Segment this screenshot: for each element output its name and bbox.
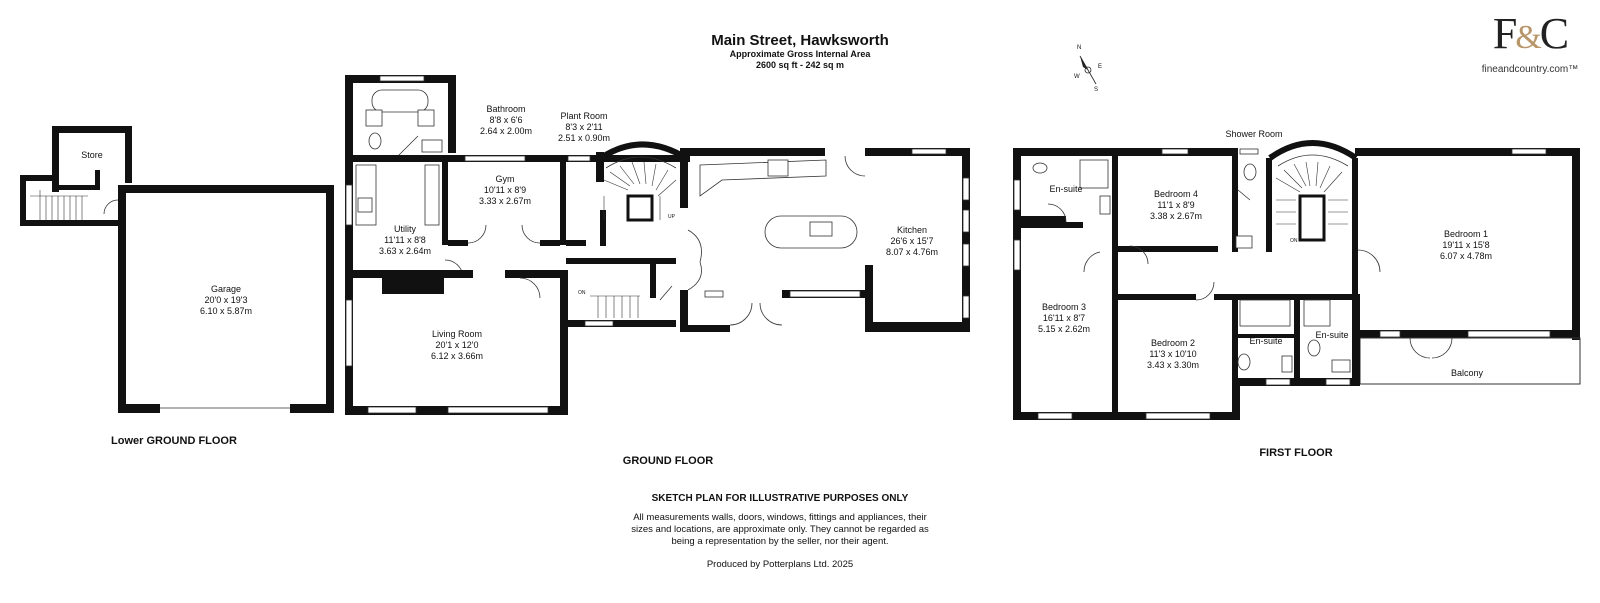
room-dims-plant-metric: 2.51 x 0.90m xyxy=(558,133,610,143)
room-label-kitchen: Kitchen xyxy=(897,225,927,235)
room-dims-kitchen-imperial: 26'6 x 15'7 xyxy=(891,236,934,246)
room-dims-bedroom1-imperial: 19'11 x 15'8 xyxy=(1442,240,1489,250)
area-subtitle: Approximate Gross Internal Area xyxy=(729,49,871,59)
room-dims-utility-imperial: 11'11 x 8'8 xyxy=(384,235,426,245)
first-curved-stair xyxy=(1268,140,1358,242)
room-label-bedroom-2: Bedroom 2 xyxy=(1151,338,1195,348)
room-dims-gym-metric: 3.33 x 2.67m xyxy=(479,196,531,206)
plan-footer: SKETCH PLAN FOR ILLUSTRATIVE PURPOSES ON… xyxy=(580,493,980,570)
ground-curved-stair xyxy=(596,141,688,222)
room-label-ensuite-1: En-suite xyxy=(1049,184,1082,194)
floor-label-ground: GROUND FLOOR xyxy=(623,455,713,467)
room-label-plant-room: Plant Room xyxy=(560,111,607,121)
room-label-ensuite-3: En-suite xyxy=(1315,330,1348,340)
ensuite-shower-tray-icon xyxy=(1239,299,1291,327)
disclaimer-line-1: All measurements walls, doors, windows, … xyxy=(633,512,927,523)
property-title: Main Street, Hawksworth xyxy=(711,32,889,49)
room-dims-bathroom-metric: 2.64 x 2.00m xyxy=(480,126,532,136)
area-value: 2600 sq ft - 242 sq m xyxy=(755,60,845,70)
stair-label-on: ON xyxy=(578,290,586,296)
island-sink-icon xyxy=(809,221,833,237)
room-label-shower-room: Shower Room xyxy=(1225,129,1282,139)
room-dims-bedroom2-metric: 3.43 x 3.30m xyxy=(1147,360,1199,370)
compass-e: E xyxy=(1098,64,1102,70)
disclaimer-line-2: sizes and locations, are approximate onl… xyxy=(631,524,929,535)
room-label-bedroom-4: Bedroom 4 xyxy=(1154,189,1198,199)
room-label-utility: Utility xyxy=(394,224,416,234)
brand-logo: F&C fineandcountry.com™ xyxy=(1470,9,1590,76)
logo-mark: F&C xyxy=(1492,9,1569,58)
room-dims-bedroom4-metric: 3.38 x 2.67m xyxy=(1150,211,1202,221)
room-dims-garage-imperial: 20'0 x 19'3 xyxy=(205,295,248,305)
bath-icon xyxy=(371,89,429,113)
kitchenette-counter xyxy=(355,164,377,226)
room-dims-utility-metric: 3.63 x 2.64m xyxy=(379,246,431,256)
stair-label-up: UP xyxy=(668,214,676,220)
room-dims-garage-metric: 6.10 x 5.87m xyxy=(200,306,252,316)
first-floor: ON xyxy=(1013,129,1581,459)
kitchen-island xyxy=(764,215,858,249)
room-label-balcony: Balcony xyxy=(1451,368,1484,378)
toilet-icon xyxy=(368,132,382,150)
room-label-ensuite-2: En-suite xyxy=(1249,336,1282,346)
room-dims-plant-imperial: 8'3 x 2'11 xyxy=(565,122,602,132)
logo-url: fineandcountry.com™ xyxy=(1481,64,1579,75)
room-dims-living-metric: 6.12 x 3.66m xyxy=(431,351,483,361)
sink-icon xyxy=(357,197,373,213)
compass-s: S xyxy=(1094,87,1098,93)
disclaimer-line-3: being a representation by the seller, no… xyxy=(671,536,889,547)
room-label-store: Store xyxy=(81,150,103,160)
ground-hall-stairs xyxy=(590,295,640,318)
basin-icon xyxy=(421,139,443,153)
kitchen-counter xyxy=(699,159,827,197)
room-dims-bedroom3-imperial: 16'11 x 8'7 xyxy=(1043,313,1085,323)
compass-icon: N E S W xyxy=(1074,45,1102,93)
room-label-garage: Garage xyxy=(211,284,241,294)
shower-tray-icon xyxy=(365,109,383,127)
hob-icon xyxy=(767,159,789,177)
room-dims-living-imperial: 20'1 x 12'0 xyxy=(436,340,479,350)
lower-stairs xyxy=(30,190,88,220)
room-dims-gym-imperial: 10'11 x 8'9 xyxy=(484,185,526,195)
floor-label-first: FIRST FLOOR xyxy=(1259,447,1332,459)
room-dims-kitchen-metric: 8.07 x 4.76m xyxy=(886,247,938,257)
disclaimer-title: SKETCH PLAN FOR ILLUSTRATIVE PURPOSES ON… xyxy=(651,493,909,504)
floor-label-lower-ground: Lower GROUND FLOOR xyxy=(111,435,237,447)
room-dims-bedroom3-metric: 5.15 x 2.62m xyxy=(1038,324,1090,334)
produced-by: Produced by Potterplans Ltd. 2025 xyxy=(706,559,854,570)
room-label-bathroom: Bathroom xyxy=(486,104,525,114)
room-label-gym: Gym xyxy=(496,174,515,184)
room-label-bedroom-3: Bedroom 3 xyxy=(1042,302,1086,312)
compass-n: N xyxy=(1077,45,1081,51)
room-label-bedroom-1: Bedroom 1 xyxy=(1444,229,1488,239)
lower-ground-floor: Store Garage 20'0 x 19'3 6.10 x 5.87m Lo… xyxy=(20,126,334,447)
room-dims-bedroom1-metric: 6.07 x 4.78m xyxy=(1440,251,1492,261)
compass-w: W xyxy=(1074,74,1080,80)
room-dims-bathroom-imperial: 8'8 x 6'6 xyxy=(490,115,523,125)
room-dims-bedroom4-imperial: 11'1 x 8'9 xyxy=(1157,200,1194,210)
plan-header: Main Street, Hawksworth Approximate Gros… xyxy=(600,32,1000,71)
room-dims-bedroom2-imperial: 11'3 x 10'10 xyxy=(1149,349,1196,359)
ground-floor: ON UP xyxy=(345,75,970,467)
room-label-living-room: Living Room xyxy=(432,329,482,339)
first-stair-on: ON xyxy=(1290,238,1298,244)
